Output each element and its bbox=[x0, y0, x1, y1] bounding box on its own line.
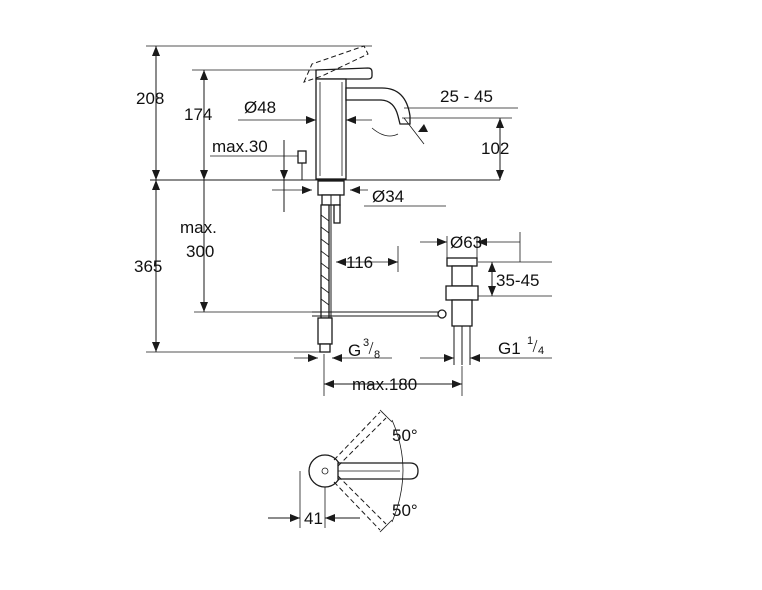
dim-hole-diameter: Ø34 bbox=[372, 187, 404, 206]
dim-spout-angle: 25 - 45 bbox=[440, 87, 493, 106]
waste-fitting bbox=[437, 257, 479, 365]
dim-connection-prefix: G bbox=[348, 341, 361, 360]
dim-center-offset: 41 bbox=[304, 509, 323, 528]
dim-connection-numerator: 3 bbox=[363, 337, 369, 349]
dim-swivel-angle-top: 50° bbox=[392, 426, 418, 445]
dim-below-deck-max-line2: 300 bbox=[186, 242, 214, 261]
dim-connection-size: G 3 8 bbox=[348, 337, 380, 361]
dim-drain-range: 35-45 bbox=[496, 271, 539, 290]
dim-thread-size: G1 1 4 bbox=[498, 335, 544, 358]
dim-max-reach: max.180 bbox=[352, 375, 417, 394]
dim-connection-denominator: 8 bbox=[374, 349, 380, 361]
dim-below-deck-total: 365 bbox=[134, 257, 162, 276]
dimension-lines bbox=[146, 45, 552, 396]
dim-outlet-height: 102 bbox=[481, 139, 509, 158]
dim-thread-denominator: 4 bbox=[538, 345, 544, 357]
dim-swivel-angle-bottom: 50° bbox=[392, 501, 418, 520]
dim-thread-numerator: 1 bbox=[527, 335, 533, 347]
dim-body-diameter: Ø48 bbox=[244, 98, 276, 117]
dim-max-deck: max.30 bbox=[212, 137, 268, 156]
top-view bbox=[268, 409, 419, 533]
tap-body bbox=[150, 45, 500, 353]
dim-plug-diameter: Ø63 bbox=[450, 233, 482, 252]
dim-total-height: 208 bbox=[136, 89, 164, 108]
dim-thread-prefix: G1 bbox=[498, 339, 521, 358]
dim-offset: 116 bbox=[346, 253, 373, 272]
dim-spout-height: 174 bbox=[184, 105, 212, 124]
dim-below-deck-max-line1: max. bbox=[180, 218, 217, 237]
